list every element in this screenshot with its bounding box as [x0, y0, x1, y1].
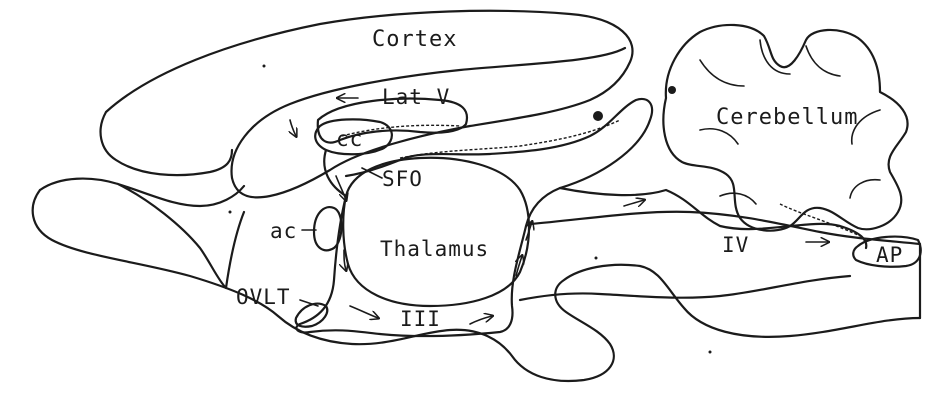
cortex-label: Cortex	[372, 27, 457, 52]
cc-label: cc	[336, 127, 363, 151]
pineal-speck	[593, 111, 603, 121]
cerebellum-label: Cerebellum	[716, 105, 858, 130]
dot-3	[595, 257, 598, 260]
arrow-iii-rear-right	[470, 316, 492, 324]
fourth-ventricle-label: IV	[722, 233, 749, 257]
dot-1	[263, 65, 266, 68]
thalamus-label: Thalamus	[380, 237, 489, 261]
ap-label: AP	[876, 243, 903, 267]
arrow-iii-floor-right	[350, 306, 378, 318]
dot-2	[229, 211, 232, 214]
lat-v-label: Lat V	[382, 85, 450, 109]
fourth-ventricle-wall	[560, 188, 866, 248]
cerebellum-speck	[668, 86, 676, 94]
sfo-label: SFO	[382, 167, 423, 191]
arrow-lateral-down	[290, 120, 296, 136]
ovlt-label: OVLT	[236, 285, 291, 309]
dot-4	[709, 351, 712, 354]
olfactory-bulb-upper	[40, 179, 244, 288]
arrow-foramen-down	[336, 176, 346, 200]
arrow-aqueduct-right	[624, 200, 644, 206]
third-ventricle-label: III	[400, 307, 441, 331]
thalamus	[343, 158, 529, 306]
anterior-commissure	[314, 207, 342, 250]
ac-label: ac	[270, 219, 297, 243]
